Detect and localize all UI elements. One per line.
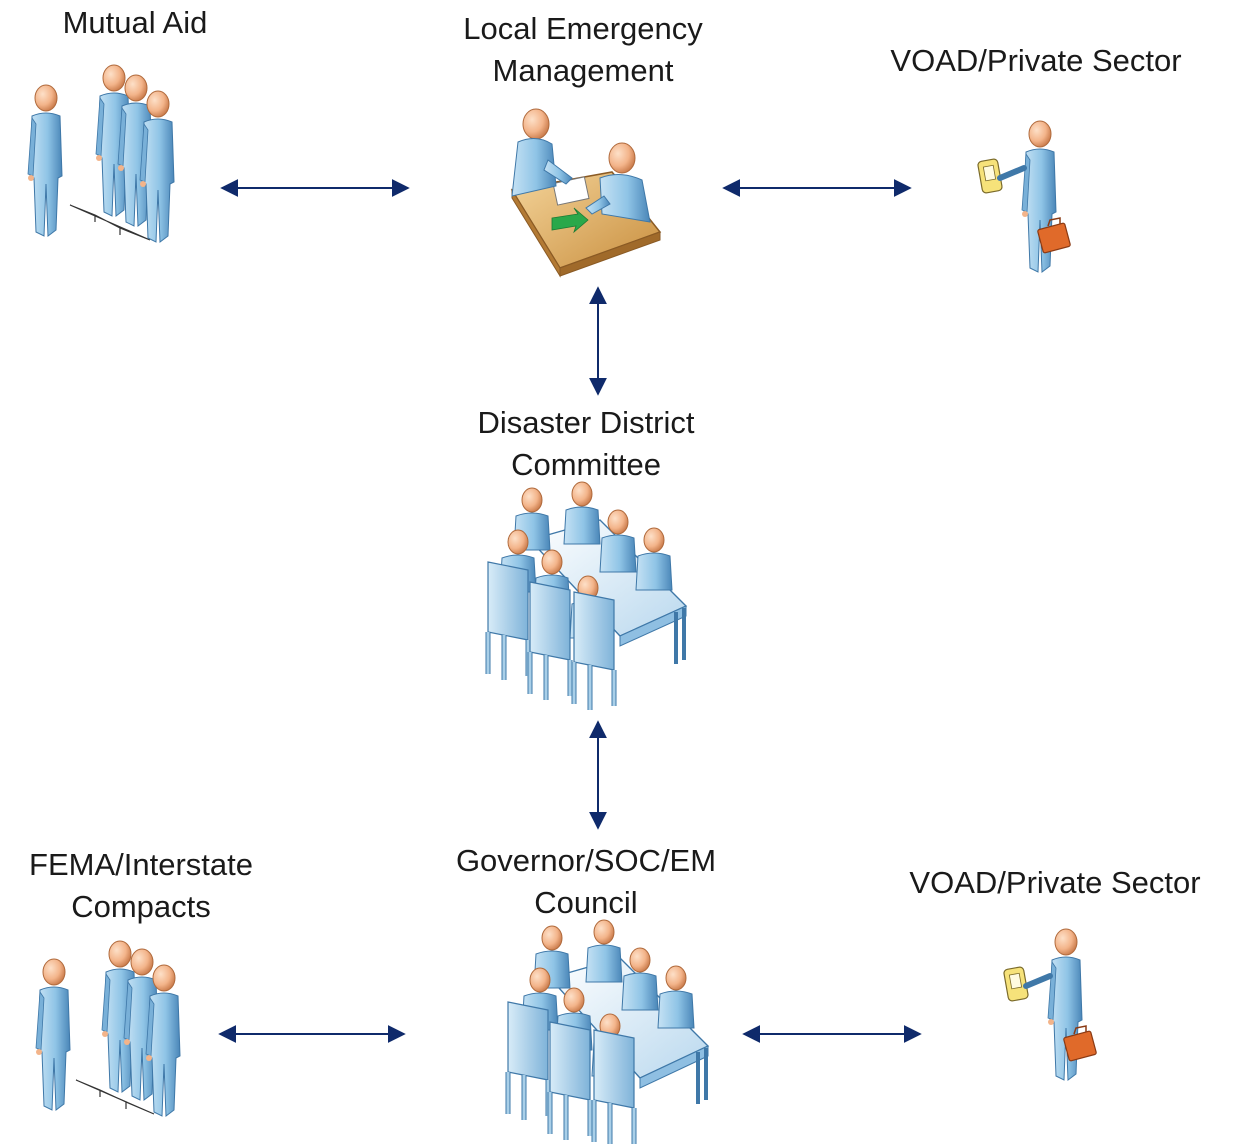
node-label-fema-interstate-compacts: FEMA/Interstate Compacts: [0, 844, 282, 928]
label-line: FEMA/Interstate: [29, 847, 253, 882]
label-line: Local Emergency: [463, 11, 703, 46]
node-label-governor-soc-em-council: Governor/SOC/EM Council: [418, 840, 754, 924]
label-line: VOAD/Private Sector: [909, 865, 1201, 900]
label-line: Mutual Aid: [62, 5, 208, 40]
businessperson-icon: [977, 120, 1071, 273]
label-line: Management: [492, 53, 674, 88]
node-label-voad-top: VOAD/Private Sector: [856, 40, 1216, 82]
label-line: Council: [534, 885, 638, 920]
node-label-mutual-aid: Mutual Aid: [20, 2, 250, 44]
label-line: VOAD/Private Sector: [890, 43, 1182, 78]
group-people-icon: [27, 64, 175, 243]
label-line: Committee: [511, 447, 661, 482]
node-label-local-emergency-management: Local Emergency Management: [418, 8, 748, 92]
node-label-voad-bottom: VOAD/Private Sector: [880, 862, 1230, 904]
label-line: Compacts: [71, 889, 211, 924]
label-line: Disaster District: [477, 405, 695, 440]
conference-table-icon: [508, 919, 710, 1144]
businessperson-icon: [1003, 928, 1097, 1081]
label-line: Governor/SOC/EM: [455, 843, 717, 878]
group-people-icon: [35, 940, 181, 1117]
conference-table-icon: [488, 481, 688, 710]
desk-meeting-icon: [510, 108, 662, 278]
node-label-disaster-district-committee: Disaster District Committee: [436, 402, 736, 486]
